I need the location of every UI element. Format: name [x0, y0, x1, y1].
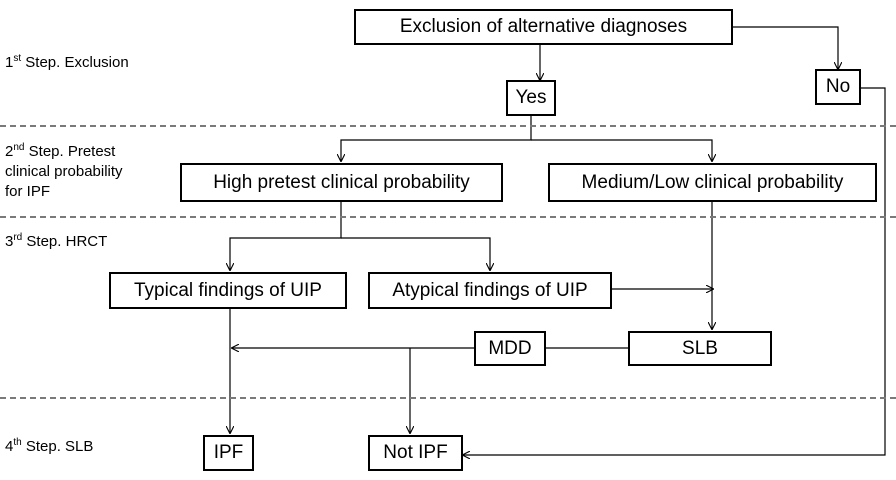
step-divider-3	[0, 397, 896, 399]
node-ipf: IPF	[203, 435, 254, 471]
step-divider-1	[0, 125, 896, 127]
step-2-number: 2	[5, 143, 14, 160]
step-divider-2	[0, 216, 896, 218]
arrow-exclusion-to-no	[733, 26, 838, 69]
arrow-high-to-atypical	[341, 237, 490, 270]
node-atypical-uip: Atypical findings of UIP	[368, 272, 612, 309]
step-1-label: 1st Step. Exclusion	[5, 53, 129, 73]
step-4-label: 4th Step. SLB	[5, 437, 93, 457]
node-yes: Yes	[506, 80, 556, 116]
step-1-ordinal: st	[13, 53, 22, 64]
node-medium-low: Medium/Low clinical probability	[548, 163, 877, 202]
node-exclusion: Exclusion of alternative diagnoses	[354, 9, 733, 45]
step-1-text: Step. Exclusion	[25, 54, 129, 71]
node-typical-uip: Typical findings of UIP	[109, 272, 347, 309]
arrow-yes-to-medium	[531, 139, 712, 161]
arrow-no-to-not-ipf	[463, 87, 886, 455]
node-slb: SLB	[628, 331, 772, 366]
step-2-ordinal: nd	[13, 142, 25, 153]
step-2-text-line3: for IPF	[5, 183, 51, 200]
node-no: No	[815, 69, 861, 105]
step-3-number: 3	[5, 233, 14, 250]
node-not-ipf: Not IPF	[368, 435, 463, 471]
step-3-text: Step. HRCT	[26, 233, 108, 250]
step-1-number: 1	[5, 54, 14, 71]
step-3-ordinal: rd	[13, 232, 23, 243]
node-high-pretest: High pretest clinical probability	[180, 163, 503, 202]
node-mdd: MDD	[474, 331, 546, 366]
arrow-high-to-typical	[230, 202, 342, 270]
step-2-text: Step. Pretest	[28, 143, 116, 160]
step-2-label: 2nd Step. Pretest clinical probability f…	[5, 142, 123, 202]
arrow-yes-to-high	[341, 116, 532, 161]
step-3-label: 3rd Step. HRCT	[5, 232, 107, 252]
step-2-text-line2: clinical probability	[5, 163, 123, 180]
step-4-text: Step. SLB	[25, 438, 94, 455]
step-4-number: 4	[5, 438, 14, 455]
step-4-ordinal: th	[13, 437, 22, 448]
